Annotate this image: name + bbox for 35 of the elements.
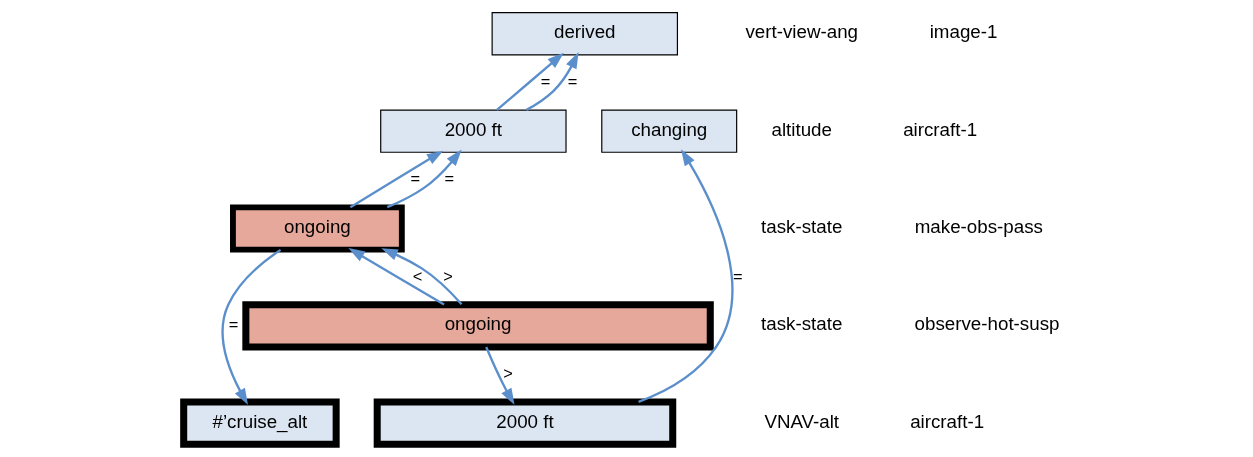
- edge-label: >: [502, 363, 513, 382]
- node-box: ongoing: [241, 301, 714, 351]
- edge-label: =: [228, 315, 238, 334]
- label: aircraft-1: [902, 118, 977, 140]
- arrow: [347, 248, 445, 306]
- arrow: [484, 346, 514, 405]
- edge-label: =: [410, 169, 420, 188]
- node-box: ongoing: [229, 204, 405, 253]
- arrow: [386, 149, 462, 209]
- label: observe-hot-susp: [914, 313, 1059, 335]
- label: vert-view-ang: [744, 21, 858, 43]
- arrow: [525, 52, 579, 111]
- arrow: [349, 150, 443, 209]
- edge-label: =: [732, 266, 743, 285]
- label: aircraft-1: [909, 410, 984, 432]
- edge-label: >: [442, 266, 453, 285]
- arrow: [221, 248, 281, 405]
- node-box: 2000 ft: [373, 398, 676, 448]
- node-box: derived: [491, 12, 678, 56]
- arrow: [495, 52, 564, 111]
- edge-label: <: [412, 266, 422, 285]
- label: VNAV-alt: [763, 410, 839, 432]
- label: task-state: [760, 313, 842, 335]
- label: altitude: [771, 118, 832, 140]
- node-box: 2000 ft: [379, 109, 567, 153]
- edge-label: =: [540, 71, 550, 90]
- label: task-state: [760, 215, 842, 237]
- node-box: changing: [600, 109, 737, 153]
- edge-label: =: [444, 169, 454, 188]
- edge-label: =: [567, 71, 577, 90]
- label: image-1: [929, 21, 997, 43]
- label: make-obs-pass: [914, 215, 1043, 237]
- arrow: [637, 149, 733, 403]
- arrow: [380, 248, 462, 305]
- node-box: #’cruise_alt: [179, 398, 340, 448]
